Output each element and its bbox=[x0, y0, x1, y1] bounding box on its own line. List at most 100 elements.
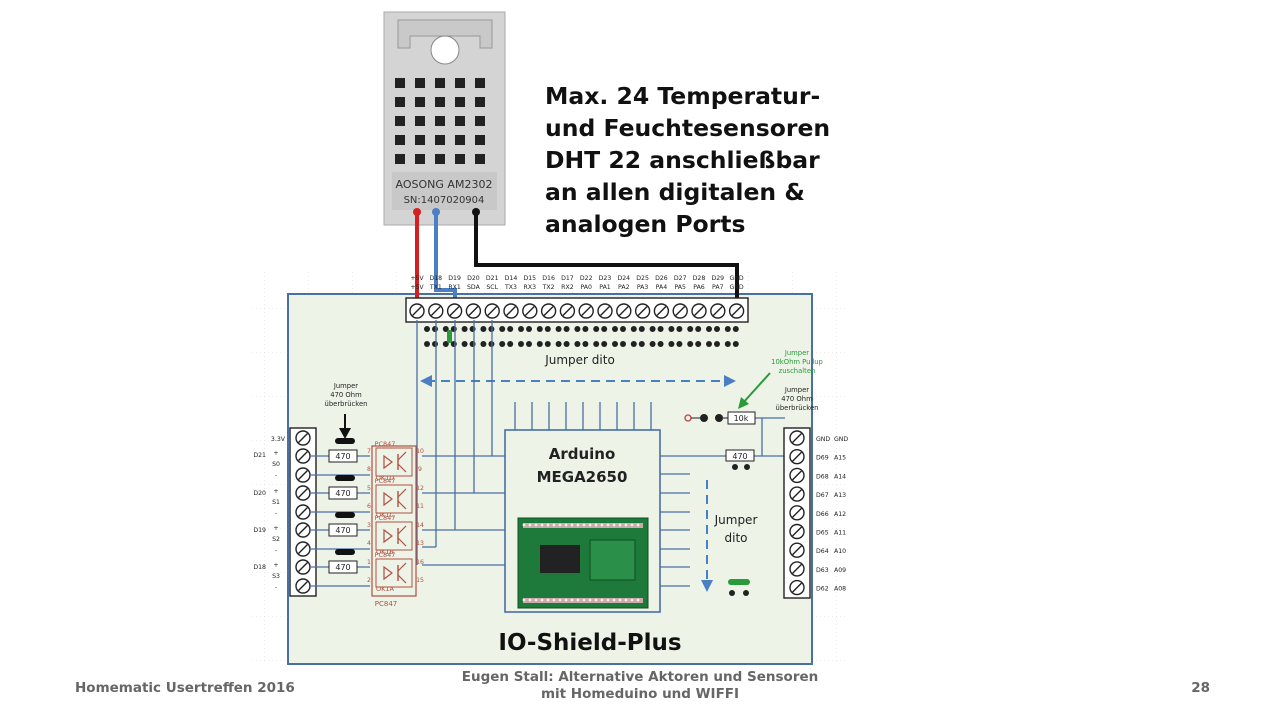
jumper-bridge bbox=[335, 549, 355, 555]
top-pin-label: D17 bbox=[561, 275, 574, 282]
top-pin-function: TX1 bbox=[429, 284, 442, 291]
left-terminal-sub: S1 bbox=[272, 499, 280, 506]
left-screw-terminal bbox=[295, 430, 311, 446]
top-screw-terminal bbox=[522, 303, 538, 319]
right-screw-terminal bbox=[789, 561, 805, 577]
right-terminal-pin: D69 bbox=[816, 455, 829, 462]
sensor-grille-hole bbox=[475, 135, 485, 145]
footer-talk-title: Eugen Stall: Alternative Aktoren und Sen… bbox=[430, 669, 850, 703]
signal-lines bbox=[416, 320, 505, 566]
jumper-dito-right-line2: dito bbox=[725, 531, 748, 545]
top-pin-label: D14 bbox=[505, 275, 518, 282]
jumper-pin bbox=[526, 341, 532, 347]
left-screw-terminal bbox=[295, 504, 311, 520]
jumper-pin bbox=[612, 326, 618, 332]
jumper-pin bbox=[424, 326, 430, 332]
top-pin-label: D26 bbox=[655, 275, 668, 282]
jumper-pin bbox=[649, 326, 656, 332]
wire-black bbox=[474, 212, 739, 308]
jumper-pin bbox=[432, 326, 438, 332]
sensor-grille-hole bbox=[475, 154, 485, 164]
left-screw-terminal bbox=[295, 485, 311, 501]
opto-pin-number: 13 bbox=[416, 540, 424, 547]
top-pin-label: D21 bbox=[486, 275, 499, 282]
headline-line-3: DHT 22 anschließbar bbox=[545, 146, 820, 174]
jumper-pin bbox=[724, 341, 731, 347]
left-screw-terminal bbox=[295, 559, 311, 575]
jumper-pin bbox=[442, 341, 449, 347]
jumper-pin bbox=[601, 341, 608, 347]
right-terminal-analog: A13 bbox=[834, 492, 846, 499]
opto-label: OK1D bbox=[376, 474, 395, 482]
headline-line-5: analogen Ports bbox=[545, 210, 746, 238]
top-screw-terminal bbox=[634, 303, 651, 319]
right-terminal-pin: D67 bbox=[816, 492, 829, 499]
jumper-pin bbox=[657, 326, 664, 332]
jumper-pin bbox=[574, 326, 581, 332]
left-screw-terminal bbox=[295, 522, 311, 538]
green-jumper-top bbox=[447, 330, 452, 343]
jumper-pin bbox=[638, 341, 645, 347]
right-terminal-pin: D63 bbox=[816, 567, 829, 574]
right-terminal-pin: D66 bbox=[816, 511, 829, 518]
minus-sign: - bbox=[275, 547, 277, 554]
jumper-pin bbox=[668, 341, 675, 347]
opto-pin-number: 6 bbox=[367, 503, 371, 510]
right-resistor-470: 470 bbox=[725, 449, 755, 470]
right-terminal-pin: D64 bbox=[816, 548, 829, 555]
opto-pin-number: 5 bbox=[367, 485, 371, 492]
top-pin-label: D15 bbox=[523, 275, 536, 282]
top-pin-function: GND bbox=[729, 284, 743, 291]
top-pin-label: +5V bbox=[410, 275, 424, 282]
plus-sign: + bbox=[273, 450, 278, 457]
resistor-label: 470 bbox=[335, 563, 350, 572]
jumper-bridge bbox=[335, 438, 355, 444]
top-screw-terminal bbox=[484, 303, 500, 319]
top-pin-function: PA0 bbox=[580, 284, 592, 291]
top-screw-terminal bbox=[446, 303, 463, 319]
jumper-pin bbox=[593, 326, 600, 332]
footer-talk-line-2: mit Homeduino und WIFFI bbox=[540, 686, 740, 702]
right-screw-terminal bbox=[789, 449, 805, 465]
top-jumper-rows bbox=[424, 326, 739, 347]
jumper-bridge bbox=[335, 512, 355, 518]
sensor-grille-hole bbox=[435, 97, 445, 107]
jumper-pin bbox=[563, 326, 570, 332]
resistor-470 bbox=[328, 486, 358, 500]
arduino-model-label: MEGA2650 bbox=[537, 468, 628, 486]
sensor-grille-hole bbox=[395, 154, 405, 164]
sensor-grille-hole bbox=[455, 135, 465, 145]
right-screw-terminal bbox=[789, 523, 805, 540]
top-screw-terminal bbox=[540, 303, 557, 319]
minus-sign: - bbox=[275, 584, 277, 591]
resistor-label: 470 bbox=[335, 489, 350, 498]
top-pin-function: PA3 bbox=[637, 284, 649, 291]
resistor-10k-label: 10k bbox=[734, 414, 749, 423]
left-screw-terminal bbox=[295, 467, 311, 483]
left-terminal-sub: S0 bbox=[272, 461, 280, 468]
sensor-grille-hole bbox=[435, 154, 445, 164]
sensor-grille-hole bbox=[415, 135, 425, 145]
top-pin-label: D16 bbox=[542, 275, 555, 282]
sensor-grille-hole bbox=[435, 78, 445, 88]
sensor-grille-hole bbox=[415, 78, 425, 88]
opto-pin-number: 2 bbox=[367, 577, 371, 584]
jumper-pin bbox=[724, 326, 731, 332]
jumper-pin bbox=[544, 326, 551, 332]
jumper-pin bbox=[657, 341, 664, 347]
dht22-sensor: AOSONG AM2302 SN:1407020904 bbox=[383, 11, 506, 226]
jumper-pin bbox=[469, 326, 476, 332]
jumper-pin bbox=[424, 341, 430, 347]
top-pin-label: D22 bbox=[580, 275, 593, 282]
jumper-pin bbox=[518, 341, 524, 347]
right-terminal-analog: A11 bbox=[834, 530, 846, 537]
right-terminal-pin: GND bbox=[816, 436, 830, 443]
sensor-serial-label: SN:1407020904 bbox=[404, 195, 485, 206]
jumper-pin bbox=[536, 326, 543, 332]
